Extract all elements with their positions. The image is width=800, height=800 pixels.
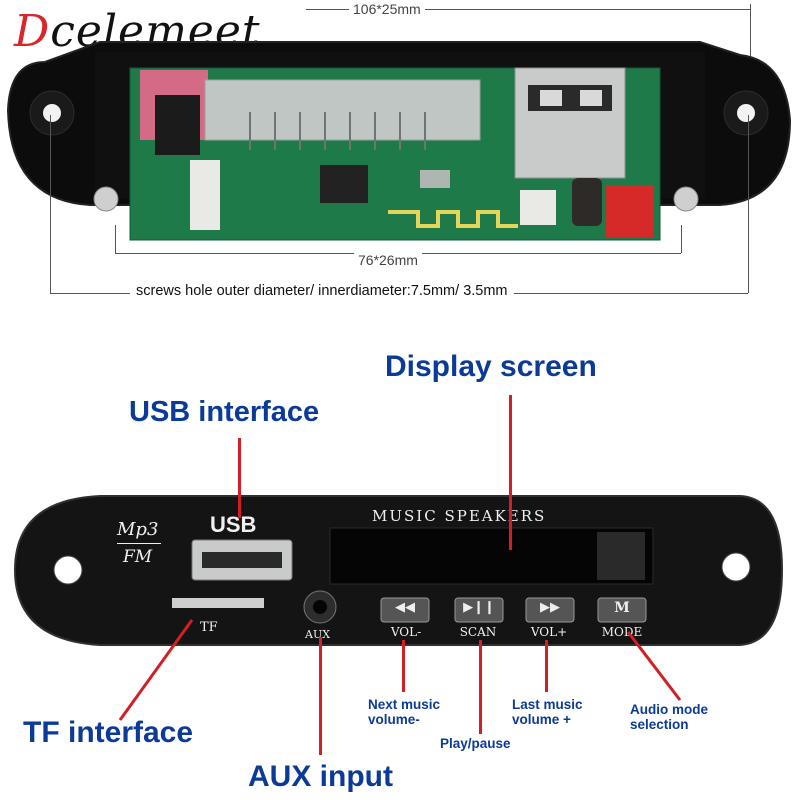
callout-usb-interface: USB interface	[129, 396, 320, 428]
panel-aux-jack-hole	[313, 600, 327, 614]
panel-header: MUSIC SPEAKERS	[372, 507, 547, 525]
pointer-play	[479, 640, 482, 734]
pointer-aux	[319, 637, 322, 755]
brand-first-letter: D	[14, 6, 51, 57]
panel-button-scan[interactable]	[454, 597, 504, 623]
inner-dimension-label: 76*26mm	[354, 252, 422, 268]
screw-note-right-line	[748, 115, 749, 293]
panel-logo-mp3: Mp3	[117, 519, 159, 540]
vol-plus-icon: ▶▶	[540, 600, 560, 615]
callout-play-pause: Play/pause	[440, 736, 511, 751]
outer-dimension-label: 106*25mm	[349, 1, 425, 17]
panel-logo-fm: FM	[123, 547, 153, 567]
outer-dimension-right-tick	[750, 4, 751, 74]
usb-pin-left	[540, 90, 562, 106]
panel-tf-slot	[172, 598, 264, 608]
callout-last-line1: Last music	[512, 697, 583, 712]
pointer-mode	[626, 631, 682, 701]
display-pins	[249, 112, 426, 150]
outer-dimension-line	[306, 9, 750, 10]
callout-next-line1: Next music	[368, 697, 441, 712]
panel-tf-label: TF	[200, 620, 218, 635]
inner-dimension-right-tick	[681, 225, 682, 253]
callout-mode-line2: selection	[630, 717, 689, 732]
pointer-tf	[118, 619, 194, 721]
pointer-last	[545, 640, 548, 692]
mount-hole-right-inner	[737, 104, 755, 122]
mount-hole-left-inner	[43, 104, 61, 122]
module-back-photo	[6, 41, 792, 241]
pointer-display	[509, 395, 512, 550]
panel-logo-divider	[117, 543, 161, 544]
panel-button-mode[interactable]	[597, 597, 647, 623]
pointer-next	[402, 640, 405, 692]
button-label-vol-minus: VOL-	[390, 625, 422, 639]
main-chip	[320, 165, 368, 203]
white-connector-left	[190, 160, 220, 230]
crystal	[420, 170, 450, 188]
screw-right	[673, 186, 699, 212]
button-label-scan: SCAN	[459, 625, 497, 639]
panel-button-vol-plus[interactable]	[525, 597, 575, 623]
button-label-vol-plus: VOL+	[530, 625, 568, 639]
screw-note-left-line	[50, 115, 51, 293]
panel-hole-left	[53, 555, 83, 585]
mode-icon: M	[614, 600, 630, 616]
pointer-usb	[238, 438, 241, 518]
inner-dimension-left-tick	[115, 225, 116, 253]
white-connector-right	[520, 190, 556, 225]
panel-usb-label: USB	[210, 512, 257, 537]
red-connector	[606, 185, 654, 237]
screw-left	[93, 186, 119, 212]
callout-tf-interface: TF interface	[23, 716, 194, 749]
callout-last-line2: volume +	[512, 712, 571, 727]
vol-minus-icon: ◀◀	[395, 600, 415, 615]
callout-next-music: Next music volume-	[368, 697, 440, 727]
panel-aux-label: AUX	[305, 628, 331, 641]
usb-pin-right	[580, 90, 602, 106]
front-panel	[13, 495, 784, 646]
callout-next-line2: volume-	[368, 712, 420, 727]
callout-aux-input: AUX input	[248, 760, 393, 793]
play-pause-icon: ▶❙❙	[463, 600, 495, 615]
panel-hole-right	[721, 552, 751, 582]
panel-ir-window	[597, 532, 645, 580]
capacitor	[572, 178, 602, 226]
callout-audio-mode: Audio mode selection	[630, 702, 708, 732]
callout-display-screen: Display screen	[385, 350, 597, 383]
callout-last-music: Last music volume +	[512, 697, 583, 727]
screw-note: screws hole outer diameter/ innerdiamete…	[130, 283, 514, 299]
callout-mode-line1: Audio mode	[630, 702, 708, 717]
panel-button-vol-minus[interactable]	[380, 597, 430, 623]
antenna-trace	[388, 210, 518, 228]
black-component	[155, 95, 200, 155]
panel-usb-slot	[202, 552, 282, 568]
